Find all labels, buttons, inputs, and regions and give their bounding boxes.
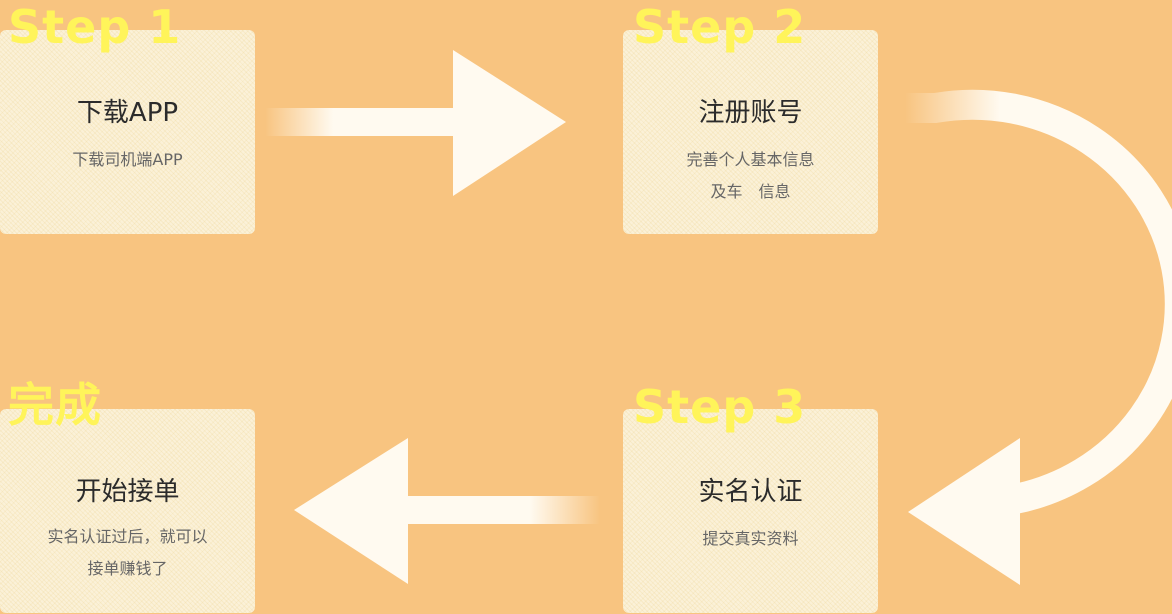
step-card-download: 下载APP 下载司机端APP <box>0 30 255 234</box>
step-description: 提交真实资料 <box>702 529 799 548</box>
step-card-verify: 实名认证 提交真实资料 <box>623 409 878 613</box>
arrow-step2-to-step3 <box>905 89 1172 585</box>
step-label-done: 完成 <box>8 378 102 432</box>
arrow-step3-to-done <box>294 438 600 584</box>
step-card-register: 注册账号 完善个人基本信息 及车 信息 <box>623 30 878 234</box>
step-title: 实名认证 <box>698 477 803 507</box>
step-title: 注册账号 <box>698 98 803 128</box>
step-label-2: Step 2 <box>633 0 807 54</box>
step-description: 实名认证过后，就可以 <box>47 527 208 546</box>
step-description: 接单赚钱了 <box>87 559 168 578</box>
step-description: 及车 信息 <box>710 182 791 201</box>
step-title: 下载APP <box>76 98 179 128</box>
step-label-3: Step 3 <box>633 380 807 434</box>
step-label-1: Step 1 <box>8 0 182 54</box>
step-description: 完善个人基本信息 <box>686 150 815 169</box>
step-title: 开始接单 <box>75 477 180 507</box>
step-description: 下载司机端APP <box>72 150 183 169</box>
arrow-step1-to-step2 <box>265 50 566 196</box>
step-card-start: 开始接单 实名认证过后，就可以 接单赚钱了 <box>0 409 255 613</box>
